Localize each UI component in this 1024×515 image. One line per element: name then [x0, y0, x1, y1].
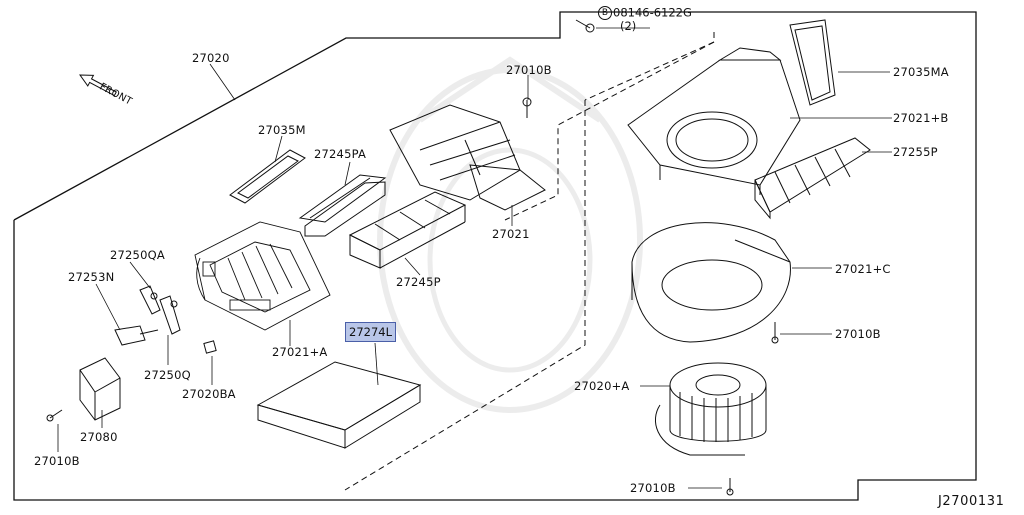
- cabin-filter-drawing: [256, 361, 422, 449]
- drawing-code: J2700131: [938, 494, 1005, 509]
- label-27253n: 27253N: [68, 270, 115, 284]
- heater-unit-drawing: [194, 221, 331, 331]
- upper-case-drawing: [627, 47, 801, 195]
- watermark-logo: [360, 40, 660, 480]
- resistor-box-drawing: [79, 357, 121, 421]
- label-27020: 27020: [192, 51, 230, 65]
- screw-icon-left: [46, 409, 63, 422]
- label-27020a: 27020+A: [574, 379, 630, 393]
- label-27021b: 27021+B: [893, 111, 949, 125]
- grille-drawing: [754, 137, 871, 220]
- bolt-callout-letter: B: [598, 6, 612, 20]
- dashed-boundary-mid: [344, 100, 586, 491]
- blower-motor-drawing: [655, 362, 767, 456]
- label-27245p: 27245P: [396, 275, 441, 289]
- clip-drawing: [203, 340, 217, 354]
- highlighted-part-label[interactable]: 27274L: [345, 322, 396, 342]
- filter-frame-drawing: [298, 174, 387, 237]
- label-27080: 27080: [80, 430, 118, 444]
- label-27020ba: 27020BA: [182, 387, 236, 401]
- seal-ma-drawing: [789, 19, 836, 106]
- label-27021: 27021: [492, 227, 530, 241]
- bolt-callout-part-number: 08146-6122G: [613, 5, 692, 20]
- bolt-icon: [575, 19, 595, 33]
- screw-icon-right: [771, 322, 779, 344]
- label-27010b-bottom: 27010B: [630, 481, 676, 495]
- label-27250qa: 27250QA: [110, 248, 165, 262]
- label-27021c: 27021+C: [835, 262, 891, 276]
- label-27250q: 27250Q: [144, 368, 191, 382]
- bolt-callout-quantity: (2): [620, 19, 637, 33]
- label-27255p: 27255P: [893, 145, 938, 159]
- intake-case-drawing: [389, 104, 546, 211]
- label-27035ma: 27035MA: [893, 65, 949, 79]
- seal-drawing: [229, 149, 306, 204]
- actuator-link-drawing: [139, 285, 181, 335]
- label-27010b-left: 27010B: [34, 454, 80, 468]
- label-27245pa: 27245PA: [314, 147, 367, 161]
- scroll-case-drawing: [631, 222, 791, 343]
- leader-lines: [57, 27, 892, 489]
- screw-icon-top: [522, 97, 532, 118]
- dashed-boundary-top: [584, 41, 715, 101]
- label-27035m: 27035M: [258, 123, 306, 137]
- label-27021a: 27021+A: [272, 345, 328, 359]
- label-27010b-right: 27010B: [835, 327, 881, 341]
- label-27010b-top: 27010B: [506, 63, 552, 77]
- assembly-border: [13, 11, 977, 501]
- sensor-drawing: [114, 325, 159, 346]
- front-arrow-icon: [79, 74, 117, 97]
- screw-icon-bottom: [726, 478, 734, 496]
- filter-frame-2-drawing: [348, 191, 467, 269]
